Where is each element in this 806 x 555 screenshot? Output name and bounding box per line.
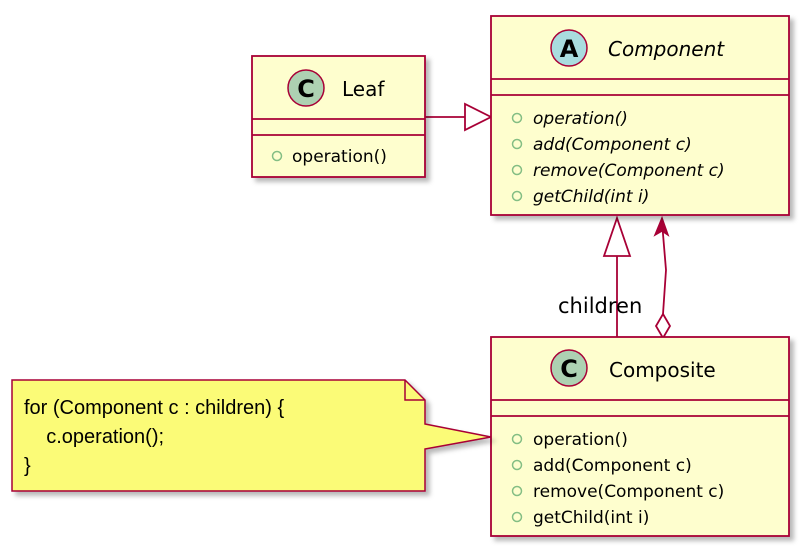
public-method-icon <box>511 459 523 471</box>
svg-text:operation(): operation() <box>533 109 628 129</box>
note-line: for (Component c : children) { <box>24 397 284 419</box>
component-class-name: Component <box>608 37 725 61</box>
component-method: operation() <box>511 109 628 129</box>
public-method-icon <box>271 150 283 162</box>
composite-method: remove(Component c) <box>511 482 724 502</box>
svg-text:add(Component c): add(Component c) <box>533 135 692 155</box>
svg-text:C: C <box>560 355 578 383</box>
leaf-class[interactable]: C Leaf operation() <box>251 55 426 178</box>
composite-method: add(Component c) <box>511 456 692 476</box>
public-method-icon <box>511 511 523 523</box>
composite-method: operation() <box>511 430 628 450</box>
leaf-class-name: Leaf <box>342 77 385 101</box>
svg-text:C: C <box>297 75 315 103</box>
component-method: add(Component c) <box>511 135 692 155</box>
composite-class[interactable]: C Composite operation() add(Component c)… <box>490 336 790 537</box>
public-method-icon <box>511 190 523 202</box>
svg-text:remove(Component c): remove(Component c) <box>533 161 725 181</box>
svg-text:operation(): operation() <box>533 430 628 450</box>
svg-text:A: A <box>560 35 579 63</box>
abstract-stereotype-icon: A <box>550 29 588 67</box>
public-method-icon <box>511 485 523 497</box>
svg-text:add(Component c): add(Component c) <box>533 456 692 476</box>
svg-text:operation(): operation() <box>292 147 387 167</box>
public-method-icon <box>511 433 523 445</box>
children-aggregation-arrow <box>653 215 672 340</box>
composite-method: getChild(int i) <box>511 508 649 528</box>
component-class[interactable]: A Component operation() add(Component c)… <box>490 15 790 216</box>
leaf-generalization-arrow <box>425 102 494 132</box>
class-stereotype-icon: C <box>287 69 325 107</box>
composite-class-name: Composite <box>609 358 716 382</box>
svg-text:getChild(int i): getChild(int i) <box>533 187 649 207</box>
component-method: getChild(int i) <box>511 187 649 207</box>
public-method-icon <box>511 112 523 124</box>
public-method-icon <box>511 164 523 176</box>
public-method-icon <box>511 138 523 150</box>
leaf-method: operation() <box>271 147 387 167</box>
component-method: remove(Component c) <box>511 161 725 181</box>
svg-text:remove(Component c): remove(Component c) <box>533 482 724 502</box>
children-role-label: children <box>558 294 642 318</box>
class-stereotype-icon: C <box>550 349 588 387</box>
composite-generalization-arrow <box>602 215 632 337</box>
note-line: } <box>24 455 31 477</box>
note-line: c.operation(); <box>24 426 164 448</box>
svg-text:getChild(int i): getChild(int i) <box>533 508 649 528</box>
note[interactable]: for (Component c : children) { c.operati… <box>11 379 492 492</box>
